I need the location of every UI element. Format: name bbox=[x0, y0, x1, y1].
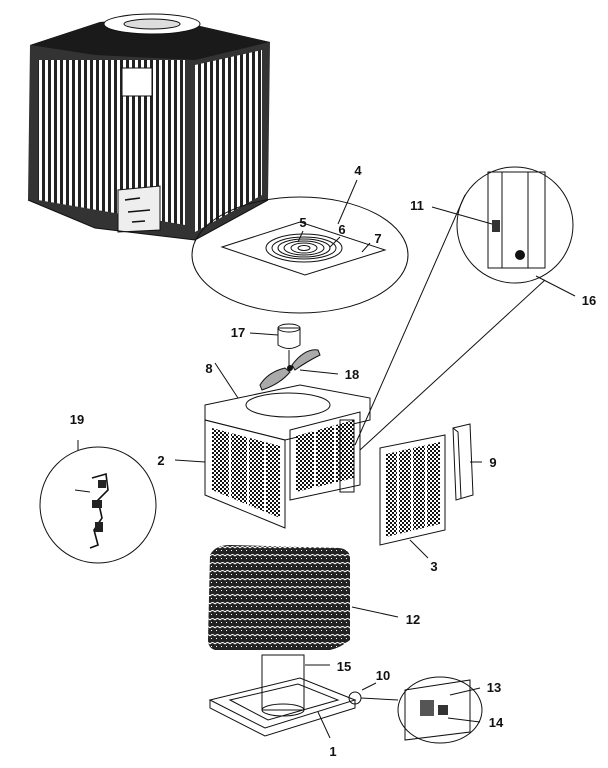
callout-circle bbox=[456, 166, 574, 284]
callout-13: 13 bbox=[487, 680, 501, 695]
condenser-coil bbox=[208, 545, 399, 650]
side-louver-frame bbox=[289, 411, 361, 501]
callout-10: 10 bbox=[376, 668, 390, 683]
top-panel bbox=[220, 221, 387, 276]
callout-7: 7 bbox=[374, 231, 381, 246]
base-pan bbox=[208, 677, 357, 739]
contactor bbox=[492, 220, 500, 232]
front-louver-frame bbox=[204, 419, 286, 529]
control-box-detail-callout bbox=[354, 166, 576, 451]
callout-8: 8 bbox=[205, 361, 212, 376]
valve-detail-callout bbox=[397, 676, 483, 744]
fan-motor bbox=[249, 323, 301, 368]
service-valve bbox=[348, 682, 399, 705]
fan-blade bbox=[259, 349, 339, 391]
capacitor bbox=[515, 250, 525, 260]
callout-4: 4 bbox=[354, 163, 362, 178]
fan-guard bbox=[265, 233, 343, 263]
callout-9: 9 bbox=[489, 455, 496, 470]
callout-circle bbox=[191, 196, 409, 314]
callout-3: 3 bbox=[430, 559, 437, 574]
callout-18: 18 bbox=[345, 367, 359, 382]
callout-2: 2 bbox=[157, 453, 164, 468]
callout-14: 14 bbox=[489, 715, 504, 730]
callout-12: 12 bbox=[406, 612, 420, 627]
callout-19: 19 bbox=[70, 412, 84, 427]
louver-panel bbox=[379, 434, 446, 559]
callout-17: 17 bbox=[231, 325, 245, 340]
top-panel-detail-callout bbox=[191, 179, 409, 314]
callout-11: 11 bbox=[410, 198, 424, 213]
callout-1: 1 bbox=[329, 744, 336, 759]
cabinet-assembly bbox=[174, 362, 371, 529]
callout-labels: 1 2 3 4 5 6 7 8 9 10 11 12 13 14 15 16 1… bbox=[70, 163, 596, 759]
callout-6: 6 bbox=[338, 222, 345, 237]
callout-5: 5 bbox=[299, 215, 306, 230]
bracket-detail-callout bbox=[39, 440, 157, 564]
assembled-condenser-unit bbox=[27, 13, 270, 241]
callout-16: 16 bbox=[582, 293, 596, 308]
callout-15: 15 bbox=[337, 659, 351, 674]
corner-post bbox=[452, 423, 482, 501]
